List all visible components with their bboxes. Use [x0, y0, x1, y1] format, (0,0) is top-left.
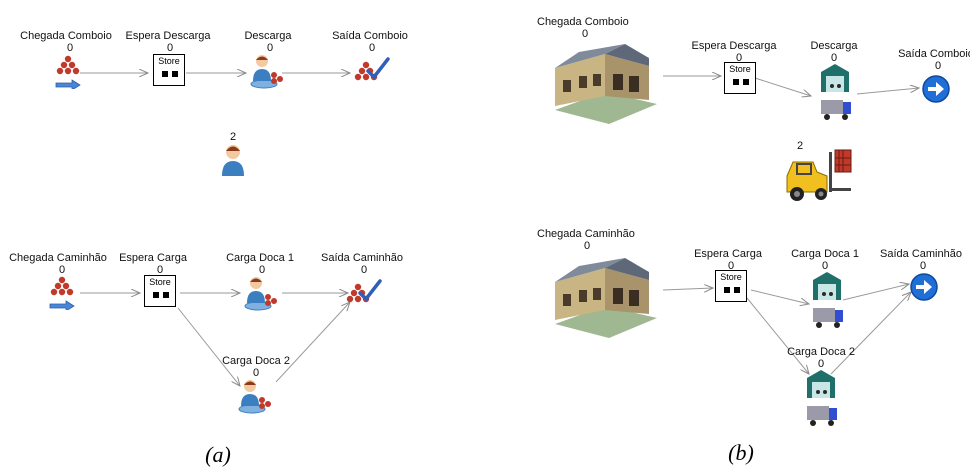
entities-exit-check-icon[interactable] [354, 55, 390, 89]
caption-b: (b) [728, 440, 754, 465]
loading-dock-truck-icon[interactable] [809, 270, 845, 330]
diagram-panel-b: Chegada Comboio 0 Espera Descarga 0 Stor… [527, 0, 970, 440]
activity-doca2-label: Carga Doca 2 [787, 346, 855, 358]
store-queue-icon[interactable]: Store [724, 62, 756, 94]
connector [662, 288, 713, 290]
arrival-comboio-count: 0 [581, 28, 589, 40]
store-label: Store [149, 277, 171, 287]
blue-arrow-exit-icon[interactable] [921, 74, 951, 104]
arrival-comboio-count: 0 [66, 42, 74, 54]
arrival-caminhao-count: 0 [58, 264, 66, 276]
blue-arrow-exit-icon[interactable] [909, 272, 939, 302]
queue-carga-count: 0 [156, 264, 164, 276]
activity-doca1-count: 0 [258, 264, 266, 276]
operator-resource-icon[interactable] [220, 143, 246, 177]
loading-dock-truck-icon[interactable] [817, 62, 853, 122]
activity-doca2-label: Carga Doca 2 [222, 355, 290, 367]
arrival-comboio-label: Chegada Comboio [537, 16, 629, 28]
activity-doca1-label: Carga Doca 1 [791, 248, 859, 260]
connector [842, 284, 909, 301]
connector [746, 297, 809, 374]
exit-caminhao-count: 0 [919, 260, 927, 272]
store-queue-icon[interactable]: Store [715, 270, 747, 302]
connector [856, 88, 919, 95]
activity-doca2-count: 0 [817, 358, 825, 370]
forklift-resource-icon[interactable] [783, 148, 857, 202]
arrival-comboio-label: Chegada Comboio [20, 30, 112, 42]
queue-descarga-label: Espera Descarga [691, 40, 777, 52]
connector [830, 292, 911, 375]
store-label: Store [729, 64, 751, 74]
queue-carga-label: Espera Carga [694, 248, 762, 260]
worker-activity-icon[interactable] [250, 53, 286, 89]
warehouse-building-icon[interactable] [549, 40, 659, 126]
exit-caminhao-label: Saída Caminhão [880, 248, 962, 260]
panel-b-connectors [662, 0, 970, 440]
exit-comboio-label: Saída Comboio [898, 48, 970, 60]
queue-descarga-count: 0 [166, 42, 174, 54]
activity-descarga-label: Descarga [244, 30, 292, 42]
resource-count: 2 [229, 131, 237, 143]
connector [750, 289, 809, 304]
entities-arrival-icon[interactable] [52, 55, 86, 89]
store-label: Store [158, 56, 180, 66]
arrival-caminhao-count: 0 [583, 240, 591, 252]
worker-activity-icon[interactable] [238, 378, 274, 414]
exit-comboio-count: 0 [934, 60, 942, 72]
queue-carga-count: 0 [727, 260, 735, 272]
activity-descarga-count: 0 [266, 42, 274, 54]
store-queue-icon[interactable]: Store [144, 275, 176, 307]
activity-descarga-label: Descarga [810, 40, 858, 52]
resource-count: 2 [796, 140, 804, 152]
diagram-panel-a: Chegada Comboio 0 Espera Descarga 0 Stor… [0, 0, 436, 440]
worker-activity-icon[interactable] [244, 275, 280, 311]
connector [275, 302, 350, 383]
loading-dock-truck-icon[interactable] [803, 368, 839, 428]
panel-a-connectors [80, 0, 436, 440]
arrival-caminhao-label: Chegada Caminhão [9, 252, 107, 264]
activity-doca1-label: Carga Doca 1 [226, 252, 294, 264]
activity-doca1-count: 0 [821, 260, 829, 272]
connector [754, 77, 811, 96]
activity-descarga-count: 0 [830, 52, 838, 64]
warehouse-building-icon[interactable] [549, 254, 659, 340]
activity-doca2-count: 0 [252, 367, 260, 379]
exit-comboio-label: Saída Comboio [332, 30, 408, 42]
entities-arrival-icon[interactable] [46, 276, 80, 310]
entities-exit-check-icon[interactable] [346, 277, 382, 311]
exit-caminhao-count: 0 [360, 264, 368, 276]
queue-carga-label: Espera Carga [119, 252, 187, 264]
exit-comboio-count: 0 [368, 42, 376, 54]
caption-a: (a) [205, 442, 231, 467]
connector [177, 307, 240, 386]
store-label: Store [720, 272, 742, 282]
store-queue-icon[interactable]: Store [153, 54, 185, 86]
queue-descarga-count: 0 [735, 52, 743, 64]
queue-descarga-label: Espera Descarga [125, 30, 211, 42]
arrival-caminhao-label: Chegada Caminhão [537, 228, 635, 240]
exit-caminhao-label: Saída Caminhão [321, 252, 403, 264]
